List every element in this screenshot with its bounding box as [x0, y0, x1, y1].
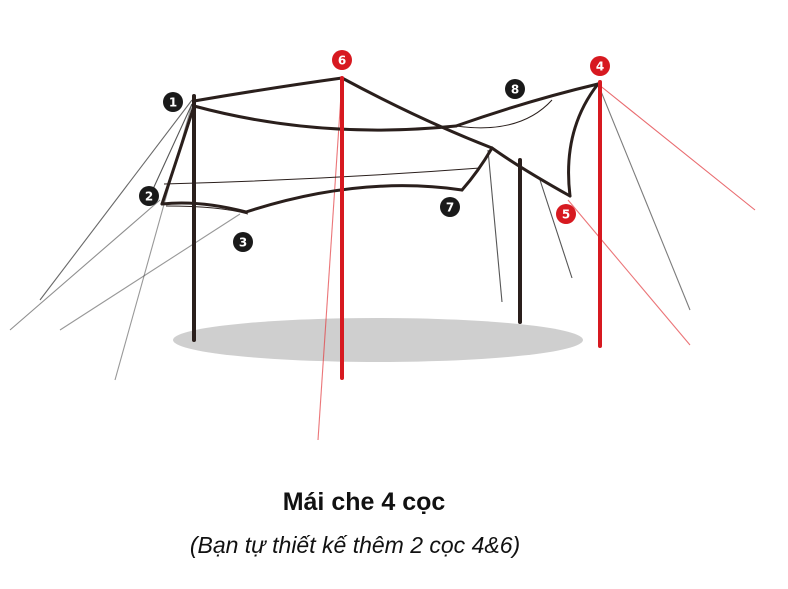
svg-text:6: 6 — [338, 54, 346, 68]
marker-8: 8 — [505, 79, 525, 99]
ground-shadow — [173, 318, 583, 362]
marker-1: 1 — [163, 92, 183, 112]
svg-text:5: 5 — [562, 208, 570, 222]
marker-4: 4 — [590, 56, 610, 76]
marker-2: 2 — [139, 186, 159, 206]
marker-6: 6 — [332, 50, 352, 70]
caption-title: Mái che 4 cọc — [282, 488, 446, 516]
marker-7: 7 — [440, 197, 460, 217]
poles-black — [192, 94, 522, 342]
marker-5: 5 — [556, 204, 576, 224]
svg-text:2: 2 — [145, 190, 153, 204]
svg-text:8: 8 — [511, 83, 519, 97]
svg-text:7: 7 — [446, 201, 454, 215]
caption-subtitle: (Bạn tự thiết kế thêm 2 cọc 4&6) — [189, 532, 521, 558]
guy-lines-red — [317, 79, 756, 441]
poles-red — [340, 76, 602, 380]
svg-text:3: 3 — [239, 236, 247, 250]
guy-lines-black — [9, 83, 691, 381]
svg-text:4: 4 — [596, 60, 604, 74]
svg-text:1: 1 — [169, 96, 177, 110]
tarp-thin-lines — [163, 99, 553, 215]
marker-3: 3 — [233, 232, 253, 252]
tarp-outline — [160, 76, 600, 214]
